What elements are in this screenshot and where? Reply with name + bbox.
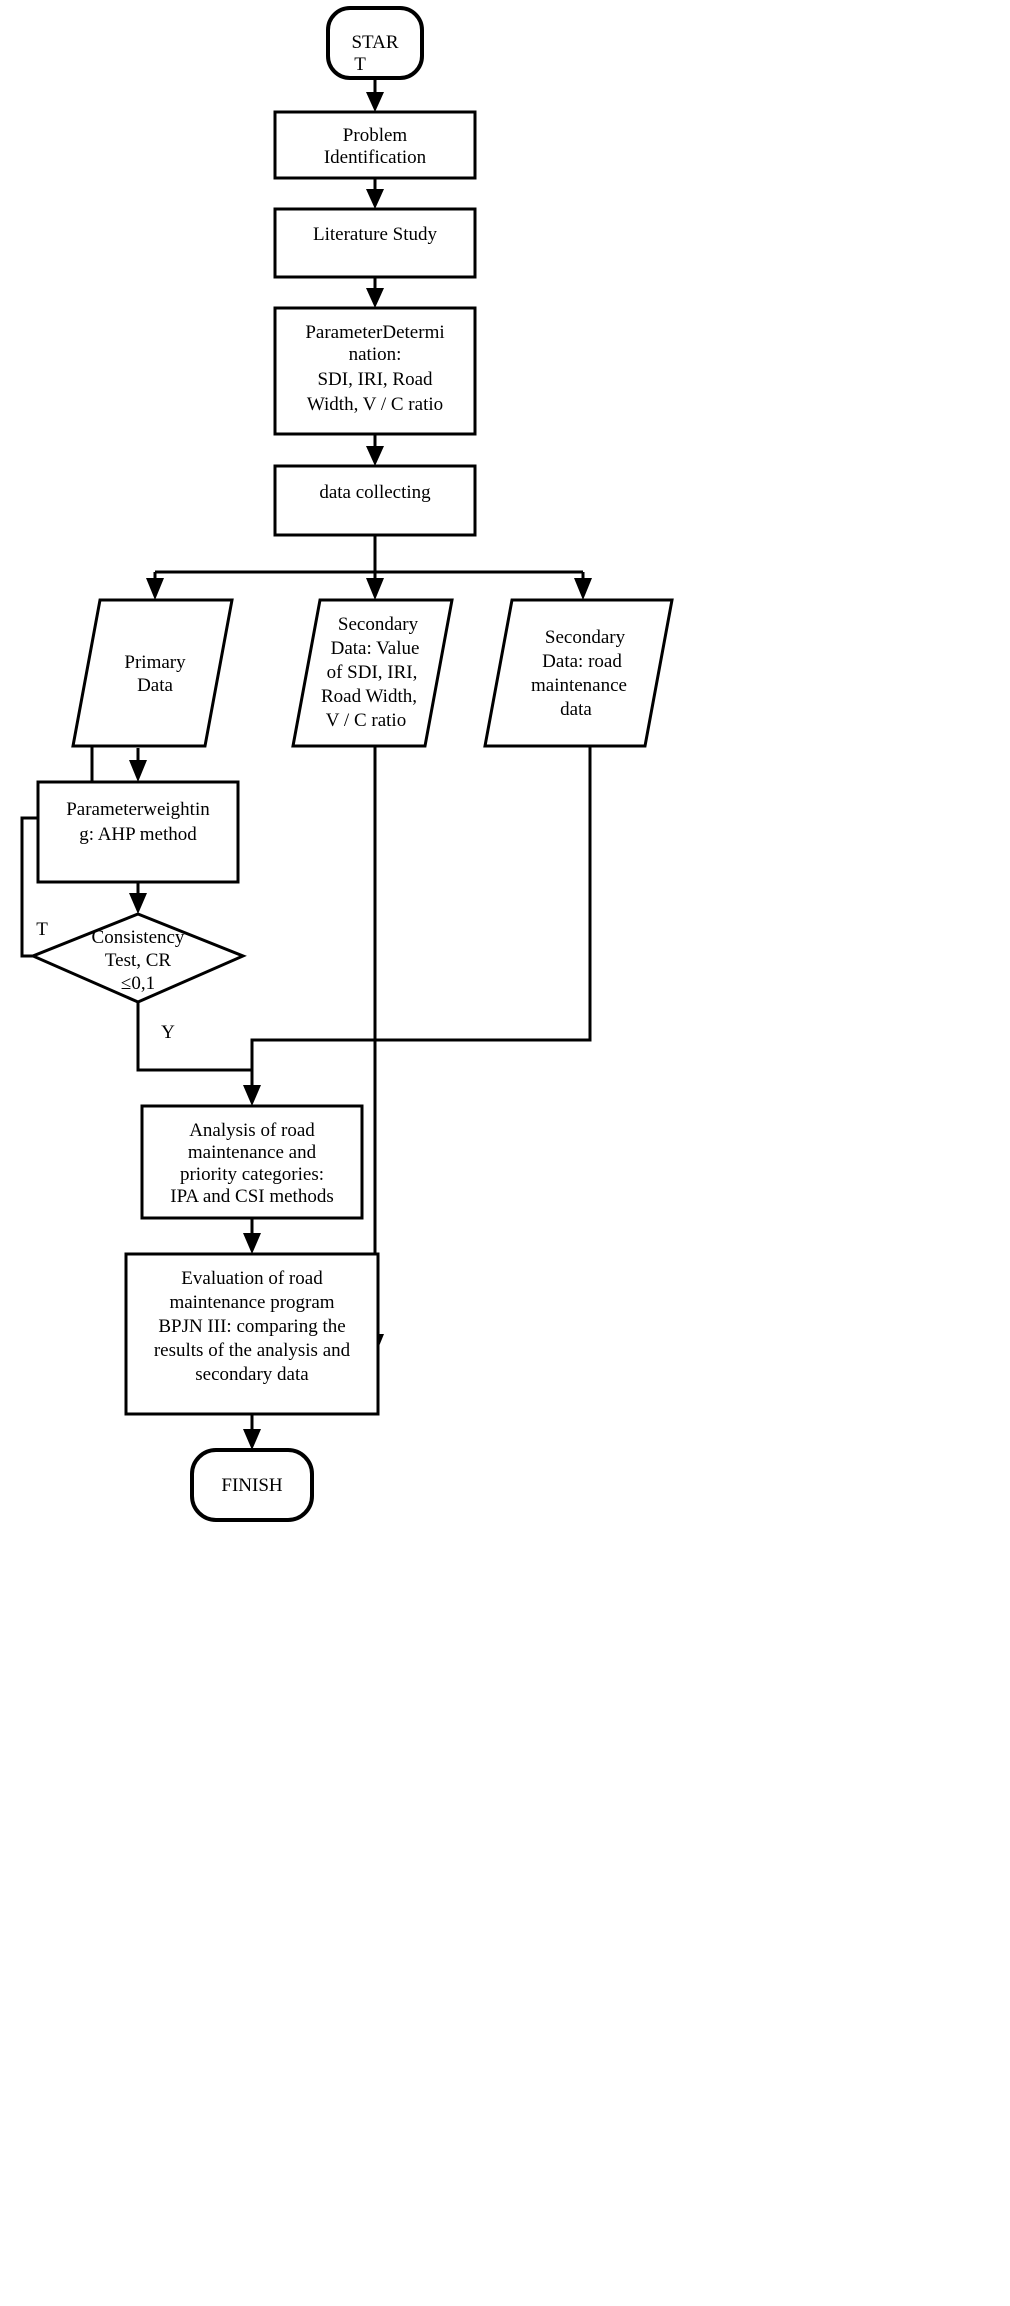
node-literature-line-0: Literature Study [313,224,437,245]
arrowhead-analysis-to-evaluation [243,1233,261,1254]
node-finish-line-0: FINISH [221,1475,283,1496]
arrowhead-primary-to-weighting [129,760,147,782]
arrowhead-bus-to-primary [146,578,164,600]
arrowhead-weighting-to-decision [129,893,147,914]
node-evaluation-line-3: results of the analysis and [154,1340,351,1361]
node-finish[interactable]: FINISH [190,1448,314,1522]
node-paramdet-line-1: nation: [349,344,402,365]
node-analysis-line-0: Analysis of road [189,1120,315,1141]
arrowhead-join-to-analysis [243,1085,261,1106]
node-data-collecting[interactable]: data collecting [273,464,477,537]
node-secvalues-line-4: V / C ratio [326,710,406,731]
node-primary-line-0: Primary [124,652,186,673]
node-consistency-line-2: ≤0,1 [121,973,155,994]
node-secondary-data-maintenance[interactable]: Secondary Data: road maintenance data [483,598,674,748]
node-problem-line-0: Problem [343,125,408,146]
branch-label-no: T [36,919,48,940]
node-weighting-line-1: g: AHP method [79,824,197,845]
node-datacollecting-line-0: data collecting [319,482,431,503]
node-evaluation-line-0: Evaluation of road [181,1268,323,1289]
connector-secondary-maintenance-down [250,746,592,1070]
node-secmaint-line-1: Data: road [542,651,622,672]
node-literature-study[interactable]: Literature Study [273,207,477,279]
connector-decision-yes-to-analysis [136,1002,252,1072]
node-secmaint-line-0: Secondary [545,627,626,648]
node-analysis-line-2: priority categories: [180,1164,324,1185]
node-paramdet-line-2: SDI, IRI, Road [317,369,433,390]
node-analysis[interactable]: Analysis of road maintenance and priorit… [140,1104,364,1220]
node-start[interactable]: STAR T [326,6,424,80]
node-problem-line-1: Identification [324,147,427,168]
node-secvalues-line-2: of SDI, IRI, [327,662,418,683]
node-analysis-line-3: IPA and CSI methods [170,1186,333,1207]
node-secmaint-line-3: data [560,699,592,720]
node-evaluation[interactable]: Evaluation of road maintenance program B… [124,1252,380,1416]
node-secondary-data-values[interactable]: Secondary Data: Value of SDI, IRI, Road … [291,598,454,748]
node-secvalues-line-1: Data: Value [331,638,420,659]
node-secmaint-line-2: maintenance [531,675,627,696]
node-consistency-test[interactable]: Consistency Test, CR ≤0,1 [29,912,247,1004]
node-consistency-line-0: Consistency [92,927,185,948]
node-analysis-line-1: maintenance and [188,1142,317,1163]
node-parameter-weighting[interactable]: Parameterweightin g: AHP method [36,780,240,884]
node-secvalues-line-3: Road Width, [321,686,417,707]
node-parameter-determination[interactable]: ParameterDetermi nation: SDI, IRI, Road … [273,306,477,436]
node-paramdet-line-0: ParameterDetermi [305,322,444,343]
arrowhead-evaluation-to-finish [243,1429,261,1450]
node-evaluation-line-1: maintenance program [169,1292,334,1313]
arrowhead-literature-to-parameter [366,288,384,308]
node-start-line-0: STAR [351,32,398,53]
node-paramdet-line-3: Width, V / C ratio [307,394,443,415]
branch-label-yes: Y [161,1022,175,1043]
node-primary-line-1: Data [137,675,173,696]
node-start-line-1: T [354,54,366,75]
node-problem-identification[interactable]: Problem Identification [273,110,477,180]
node-evaluation-line-4: secondary data [195,1364,309,1385]
arrowhead-parameter-to-datacollecting [366,446,384,466]
arrowhead-bus-to-secondary-values [366,578,384,600]
node-evaluation-line-2: BPJN III: comparing the [158,1316,345,1337]
arrowhead-problem-to-literature [366,189,384,209]
node-consistency-line-1: Test, CR [105,950,172,971]
arrowhead-bus-to-secondary-maintenance [574,578,592,600]
node-weighting-line-0: Parameterweightin [66,799,210,820]
connector-feedback-loop [20,700,94,958]
arrowhead-start-to-problem [366,92,384,112]
node-primary-data[interactable]: Primary Data [71,598,234,748]
node-secvalues-line-0: Secondary [338,614,419,635]
